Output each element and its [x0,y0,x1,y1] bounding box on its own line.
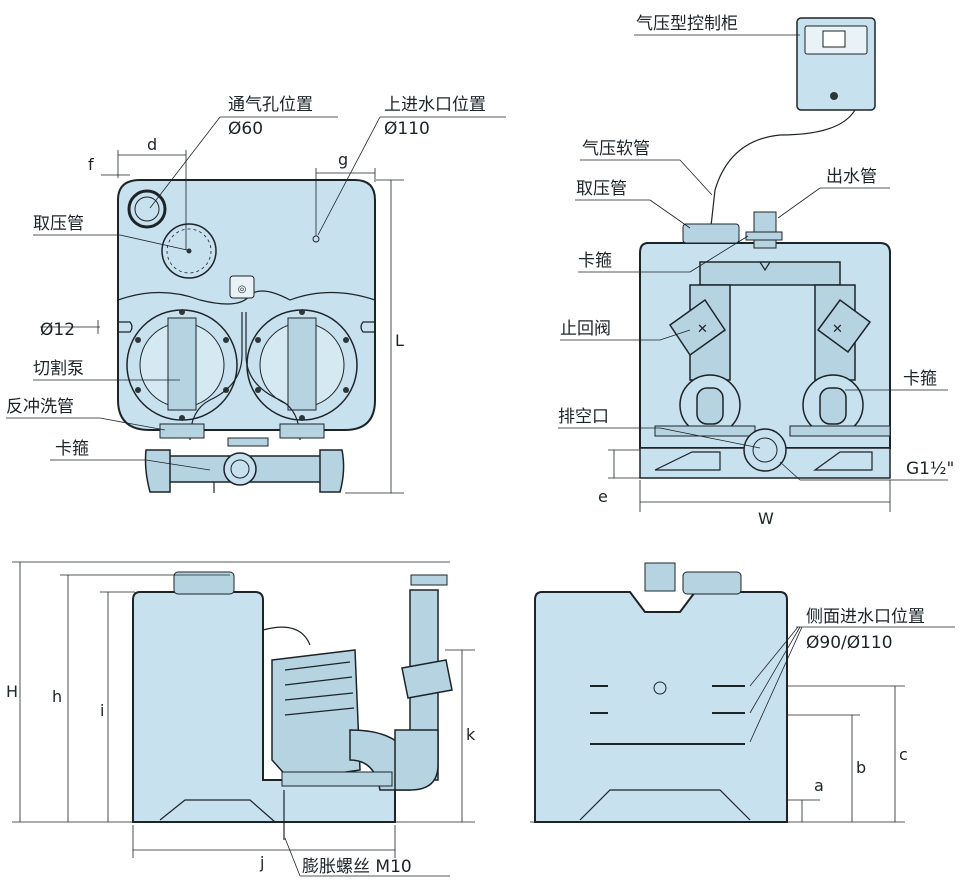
dim-j: j [259,853,264,872]
dim-h: h [52,687,62,706]
front-view-drawing: ✕ ✕ [558,17,948,512]
label-top-inlet-diameter: Ø110 [384,119,430,139]
label-expansion-bolt: 膨胀螺丝 M10 [302,857,412,877]
dim-L: L [395,331,404,350]
label-drain-port: 排空口 [558,407,609,427]
side-view-drawing [12,561,475,877]
label-clamp-left: 卡箍 [55,439,89,459]
dim-i: i [100,701,104,720]
label-control-cabinet: 气压型控制柜 [636,14,738,34]
side-discharge-pipe [394,574,453,791]
control-cabinet [796,17,876,111]
label-backflush-pipe: 反冲洗管 [6,397,74,417]
label-mount-hole: Ø12 [40,320,75,340]
left-cutting-pump [126,309,238,421]
dim-b: b [856,758,866,777]
label-vent-position: 通气孔位置 [228,95,313,115]
label-side-inlet-position: 侧面进水口位置 [806,607,925,627]
label-pressure-tube-left: 取压管 [33,214,84,234]
label-pressure-tube-right: 取压管 [576,179,627,199]
svg-text:✕: ✕ [832,322,843,337]
dim-W: W [758,509,774,528]
dim-d: d [147,135,157,154]
left-pump-front: ✕ [654,284,756,437]
dim-c: c [899,745,908,764]
drain-port [743,428,787,472]
manifold [144,423,345,493]
label-side-inlet-diameter: Ø90/Ø110 [806,633,893,653]
top-view-drawing: ◎ [6,116,506,494]
dim-a: a [814,776,824,795]
side-pump-body [271,649,411,791]
tank-rear-outline [534,591,788,823]
side-inlet-view-drawing [530,562,955,823]
dim-k: k [466,725,476,744]
label-check-valve: 止回阀 [560,319,611,339]
label-clamp-top: 卡箍 [578,251,612,271]
label-pneumatic-hose: 气压软管 [582,139,650,159]
label-clamp-right: 卡箍 [903,369,937,389]
dim-e: e [598,487,608,506]
right-cutting-pump [246,309,358,421]
side-inlet-marks [590,685,745,745]
svg-text:◎: ◎ [238,284,247,295]
label-top-inlet-position: 上进水口位置 [384,95,486,115]
labels: 通气孔位置 Ø60 上进水口位置 Ø110 d f g 取压管 Ø12 L 切割… [6,14,954,877]
label-cutting-pump: 切割泵 [33,359,84,379]
vent-hole [127,189,167,229]
svg-text:✕: ✕ [697,322,708,337]
dim-H: H [6,682,18,701]
dim-g: g [338,150,348,169]
dim-f: f [88,155,94,174]
label-vent-diameter: Ø60 [228,119,263,139]
label-outlet-pipe: 出水管 [826,167,877,187]
label-drain-thread: G1½" [906,459,954,479]
